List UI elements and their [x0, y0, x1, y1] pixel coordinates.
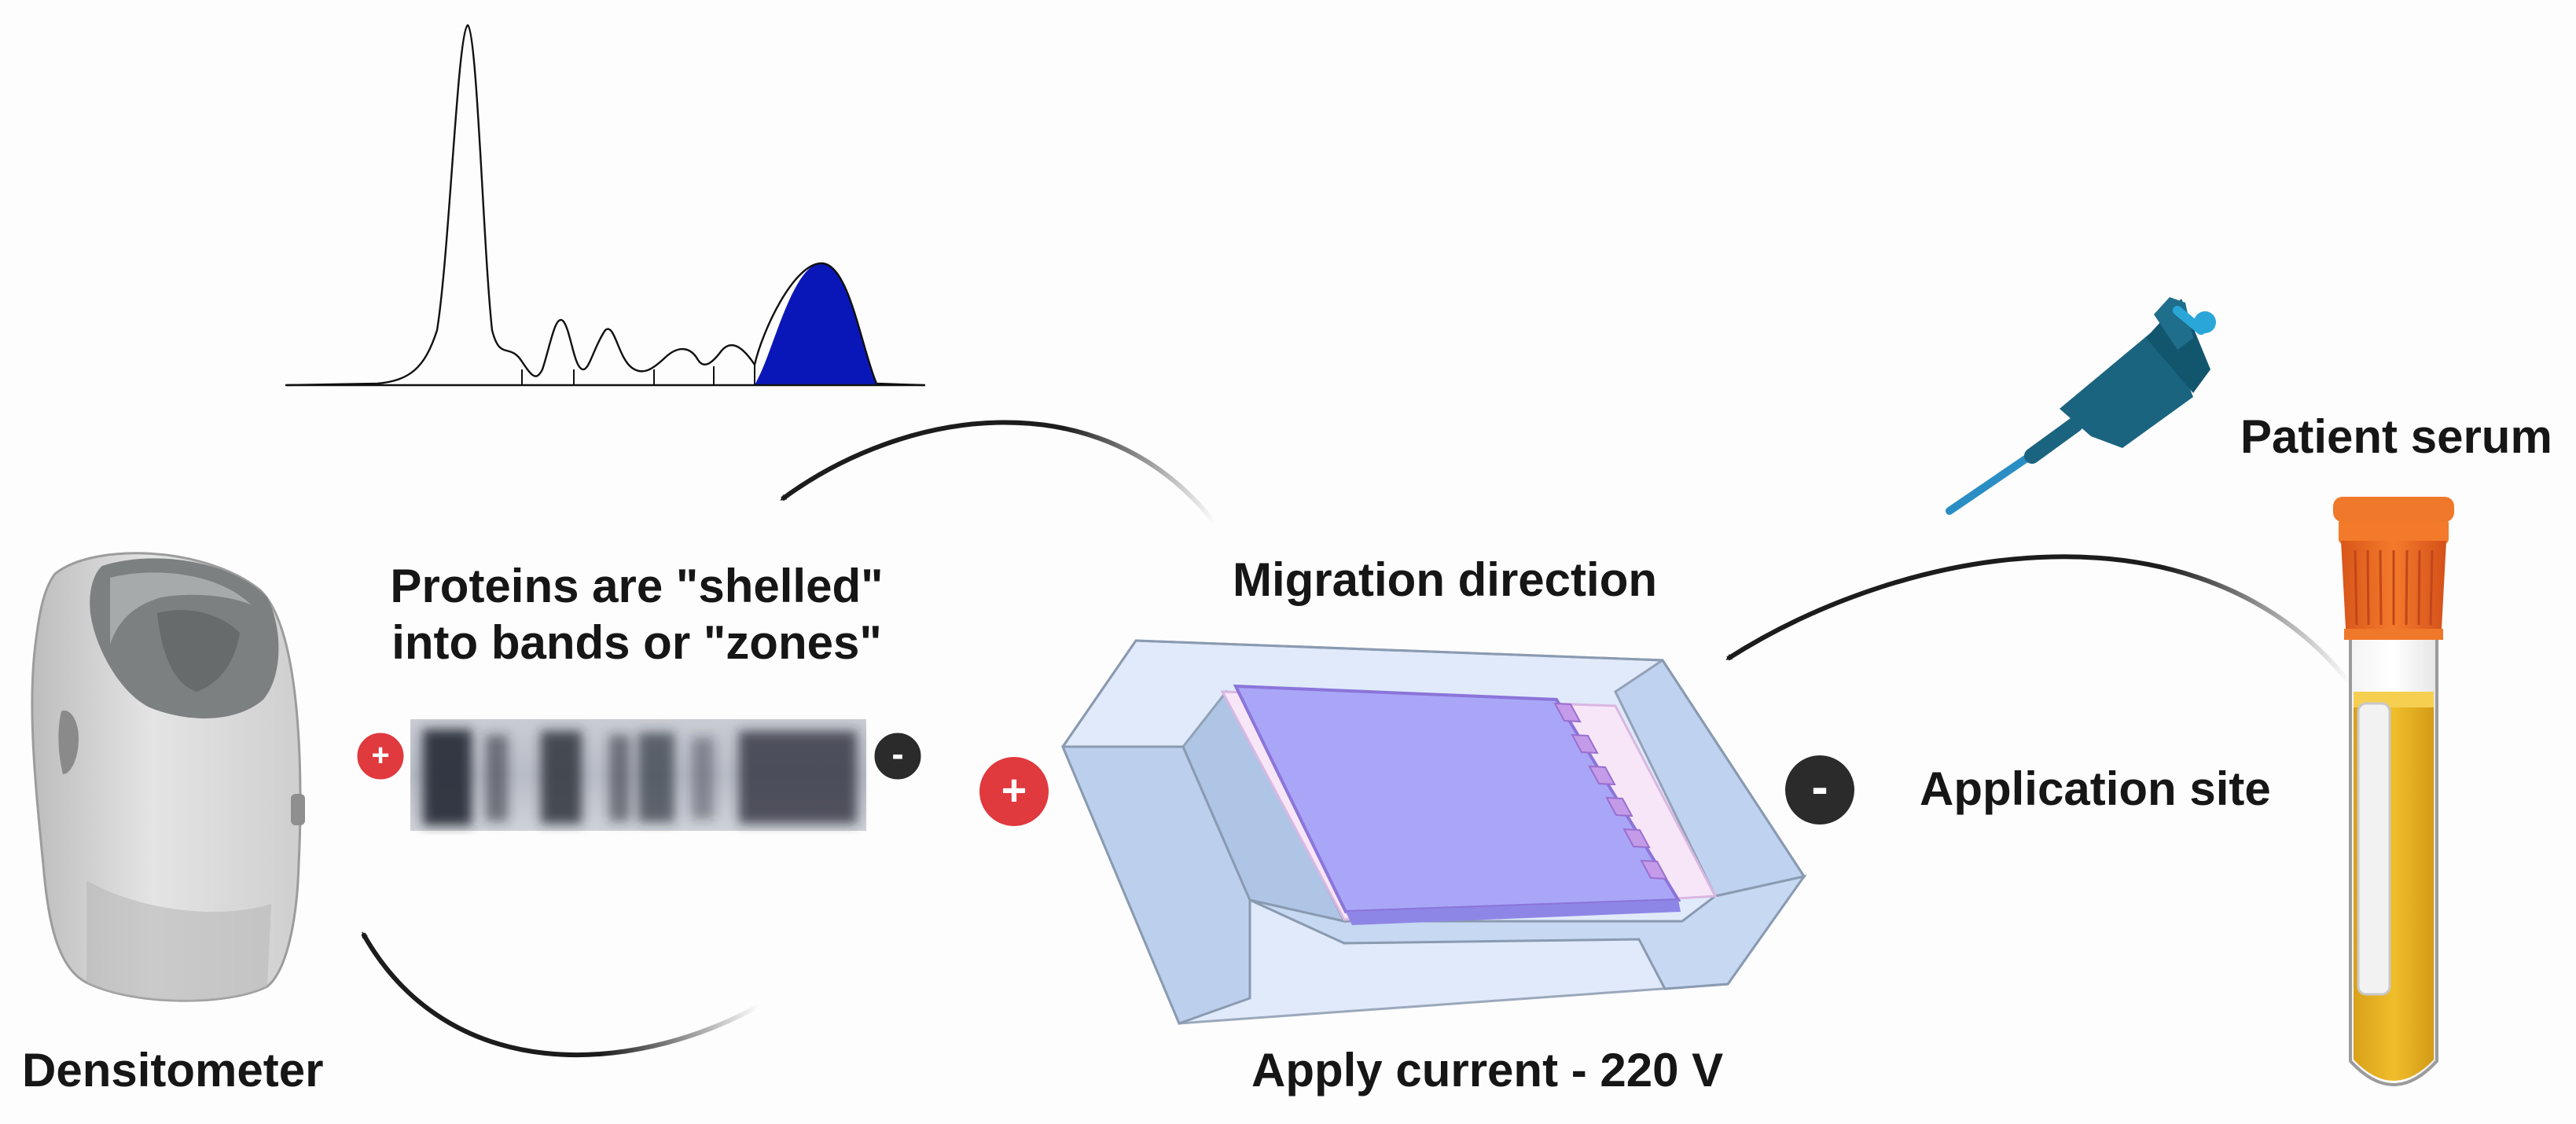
electrophoresis-chamber-icon: [1060, 639, 1807, 1025]
arrow-to-strip: [780, 420, 1217, 524]
arrow-to-densitometer: [361, 931, 760, 1058]
proteins-caption-line-2: into bands or "zones": [391, 616, 882, 669]
strip-negative-electrode: -: [872, 730, 924, 782]
arrow-to-chamber: [1725, 554, 2353, 685]
chamber-negative-electrode: -: [1782, 752, 1858, 828]
chamber-positive-electrode: +: [976, 754, 1052, 829]
proteins-caption: Proteins are "shelled" into bands or "zo…: [346, 558, 928, 671]
proteins-caption-line-1: Proteins are "shelled": [390, 560, 884, 612]
patient-serum-label: Patient serum: [2240, 410, 2552, 463]
chamber-positive-symbol: +: [1001, 766, 1027, 815]
strip-negative-symbol: -: [891, 733, 903, 774]
densitogram-trace: [285, 24, 925, 387]
pipette-icon: [1946, 297, 2216, 515]
densitometer-label: Densitometer: [22, 1044, 324, 1096]
protein-band-strip: [410, 719, 866, 831]
migration-direction-label: Migration direction: [1233, 553, 1657, 606]
strip-positive-electrode: +: [355, 730, 406, 782]
blood-tube-icon: [2333, 497, 2454, 1086]
chamber-negative-symbol: -: [1811, 759, 1828, 815]
densitometer-icon: [31, 552, 305, 1002]
strip-positive-symbol: +: [371, 738, 389, 773]
apply-current-label: Apply current - 220 V: [1251, 1044, 1724, 1096]
application-site-label: Application site: [1920, 762, 2271, 815]
